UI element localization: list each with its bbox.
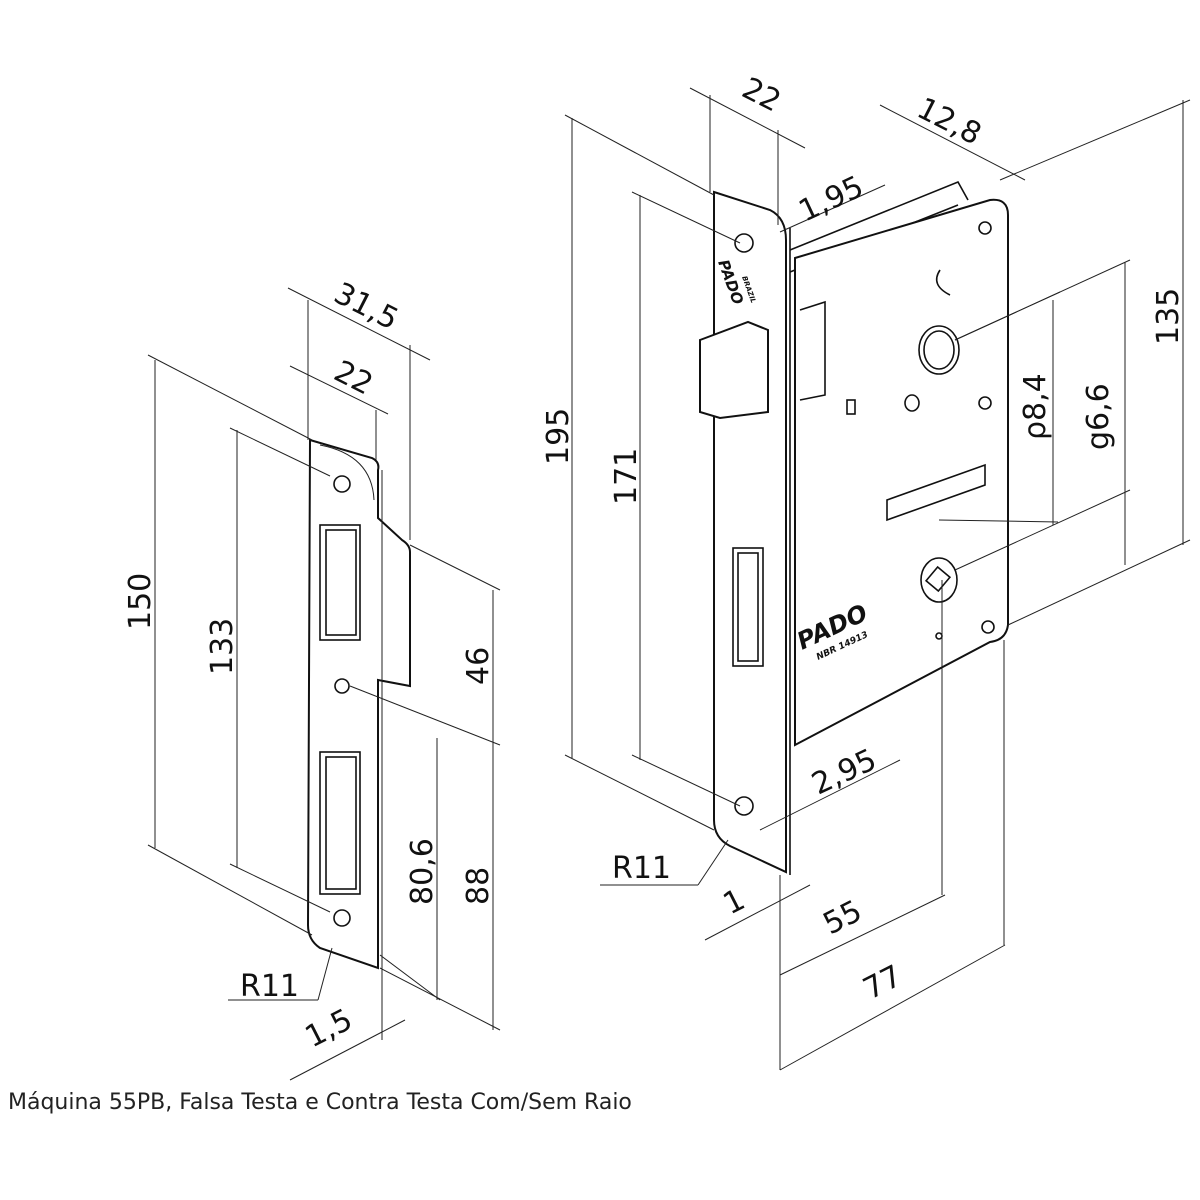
dim-22-front: 22 xyxy=(736,71,786,120)
dim-1-95: 1,95 xyxy=(794,169,869,229)
caption: Máquina 55PB, Falsa Testa e Contra Testa… xyxy=(8,1090,632,1115)
dim-77: 77 xyxy=(858,959,908,1008)
dim-hub-b: g6,6 xyxy=(1081,383,1116,450)
dim-1-5: 1,5 xyxy=(300,1002,358,1055)
dim-2-95: 2,95 xyxy=(807,742,882,802)
dim-80-6: 80,6 xyxy=(405,838,440,905)
dim-171: 171 xyxy=(609,448,644,505)
dim-r11-strike: R11 xyxy=(240,969,299,1004)
dim-150: 150 xyxy=(123,573,158,630)
dim-31-5: 31,5 xyxy=(328,276,403,338)
dim-55: 55 xyxy=(818,894,868,943)
dim-133: 133 xyxy=(205,618,240,675)
dim-195: 195 xyxy=(541,408,576,465)
dim-46: 46 xyxy=(461,647,496,685)
strike-plate xyxy=(306,438,411,1040)
dim-135: 135 xyxy=(1151,288,1186,345)
dim-22-strike: 22 xyxy=(328,354,378,403)
lock-dimension-lines xyxy=(564,87,1191,1071)
lock-front-plate xyxy=(699,190,791,875)
strike-plate-dimension-lines xyxy=(147,287,501,1081)
dim-12-8: 12,8 xyxy=(911,91,986,153)
dim-hub-a: ρ8,4 xyxy=(1018,373,1053,440)
dim-r11-lock: R11 xyxy=(612,851,671,886)
dim-88: 88 xyxy=(461,867,496,905)
dim-1: 1 xyxy=(718,882,751,922)
